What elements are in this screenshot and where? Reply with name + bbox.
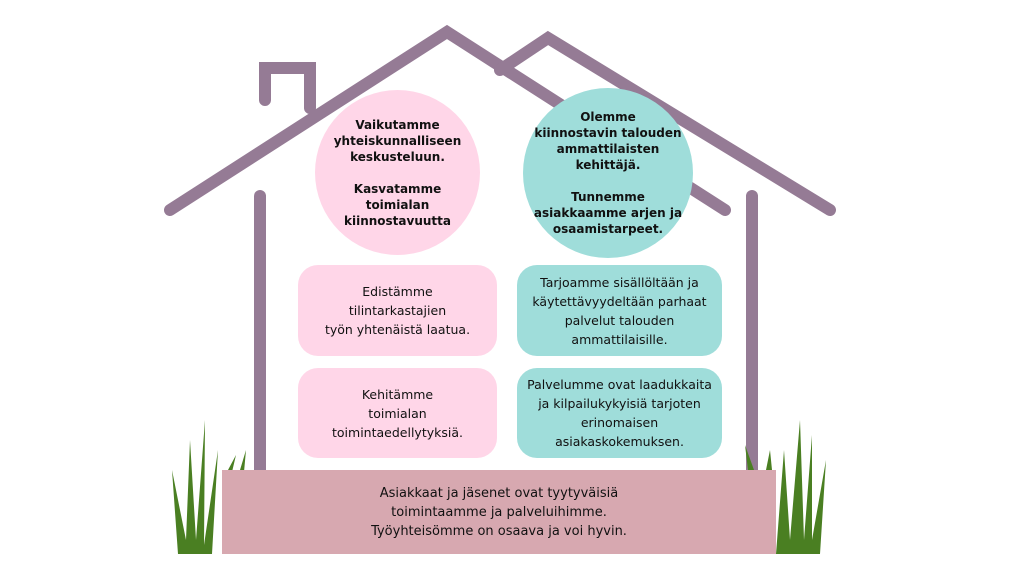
goal-circle-developer: Olemme kiinnostavin talouden ammattilais… <box>523 88 693 258</box>
chimney <box>259 62 316 114</box>
grass-right-icon <box>745 420 826 554</box>
grass-left-icon <box>172 420 246 554</box>
goal-box-conditions: Kehitämme toimialan toimintaedellytyksiä… <box>298 368 497 458</box>
goal-box-services: Tarjoamme sisällöltään ja käytettävyydel… <box>517 265 722 356</box>
goal-circle-society: Vaikutamme yhteiskunnalliseen keskustelu… <box>315 90 480 255</box>
goal-box-quality: Edistämme tilintarkastajien työn yhtenäi… <box>298 265 497 356</box>
goal-box-customer-experience: Palvelumme ovat laadukkaita ja kilpailuk… <box>517 368 722 458</box>
foundation-statement: Asiakkaat ja jäsenet ovat tyytyväisiä to… <box>222 470 776 554</box>
right-roof <box>494 30 836 216</box>
